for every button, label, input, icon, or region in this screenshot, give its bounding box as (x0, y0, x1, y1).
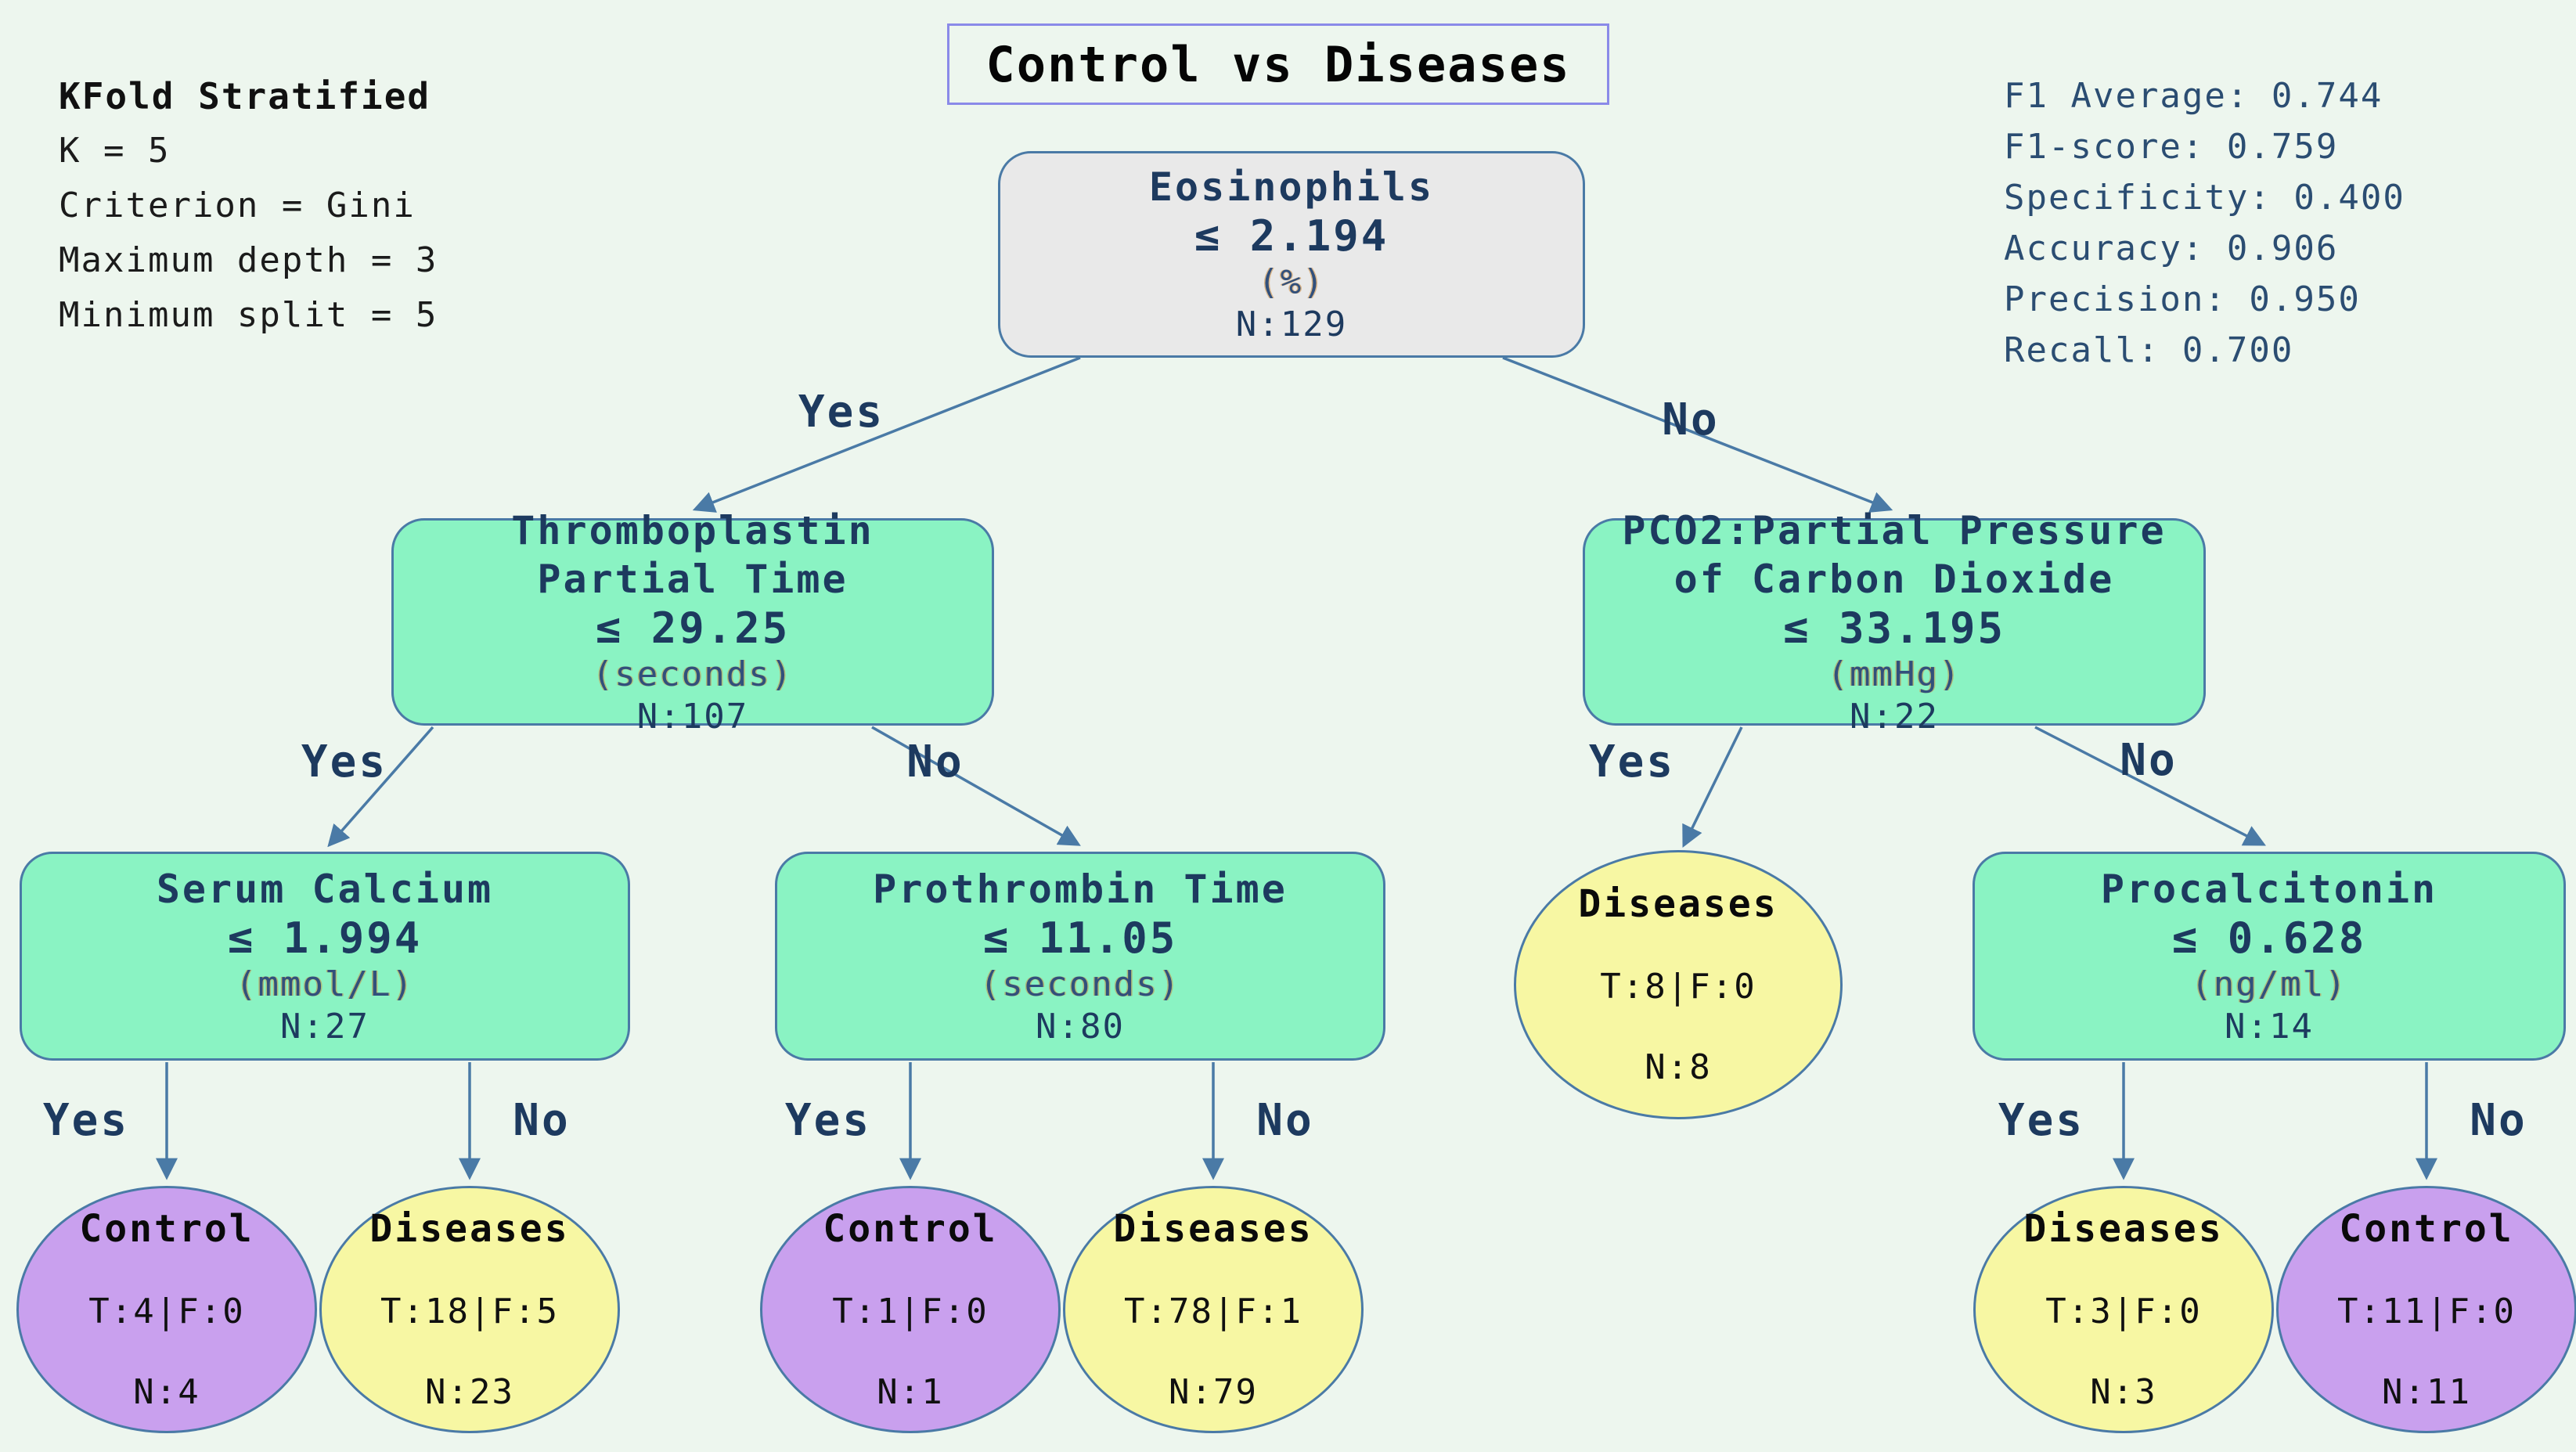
node-unit-label: (mmHg) (1827, 654, 1962, 694)
leaf-sample-count: N:8 (1645, 1047, 1712, 1087)
leaf-sample-count: N:1 (877, 1372, 944, 1412)
leaf-true-false-counts: T:1|F:0 (832, 1292, 989, 1331)
node-unit-label: (ng/ml) (2191, 964, 2347, 1004)
leaf-true-false-counts: T:4|F:0 (88, 1292, 245, 1331)
node-sample-count: N:14 (2225, 1006, 2314, 1047)
node-feature-label: Eosinophils (1148, 164, 1435, 210)
node-feature-label: of Carbon Dioxide (1673, 556, 2115, 602)
node-unit-label: (%) (1258, 262, 1325, 302)
edge-label-yes-4: Yes (1589, 737, 1675, 787)
node-feature-label: Partial Time (537, 556, 848, 602)
metrics-block: F1 Average: 0.744 F1-score: 0.759 Specif… (2004, 70, 2405, 376)
leaf-true-false-counts: T:3|F:0 (2045, 1292, 2202, 1331)
node-threshold-value: ≤ 1.994 (227, 913, 423, 963)
metric-precision: Precision: 0.950 (2004, 279, 2361, 319)
node-threshold-value: ≤ 11.05 (982, 913, 1178, 963)
kfold-config-title: KFold Stratified (59, 75, 431, 117)
leaf-class-label: Diseases (1113, 1207, 1313, 1251)
leaf-sample-count: N:3 (2090, 1372, 2157, 1412)
tree-node-prothrombin-time: Prothrombin Time≤ 11.05(seconds)N:80 (775, 852, 1385, 1061)
node-threshold-value: ≤ 33.195 (1782, 603, 2006, 653)
node-threshold-value: ≤ 0.628 (2171, 913, 2367, 963)
metric-f1-score: F1-score: 0.759 (2004, 127, 2339, 167)
node-sample-count: N:107 (636, 696, 749, 737)
main-title-box: Control vs Diseases (947, 23, 1609, 105)
leaf-class-label: Control (823, 1207, 998, 1251)
config-line-min-split: Minimum split = 5 (59, 295, 438, 335)
node-sample-count: N:27 (280, 1006, 369, 1047)
edge-pco2-to-diseases-mid (1682, 726, 1743, 849)
config-line-max-depth: Maximum depth = 3 (59, 240, 438, 280)
metric-recall: Recall: 0.700 (2004, 330, 2294, 370)
node-feature-label: PCO2:Partial Pressure (1622, 507, 2167, 553)
kfold-config-block: KFold Stratified K = 5 Criterion = Gini … (59, 69, 438, 343)
leaf-class-label: Diseases (369, 1207, 570, 1251)
page-title: Control vs Diseases (985, 35, 1571, 93)
edge-label-no-9: No (1256, 1095, 1313, 1146)
node-unit-label: (mmol/L) (236, 964, 414, 1004)
tree-node-eosinophils: Eosinophils≤ 2.194(%)N:129 (998, 151, 1585, 358)
leaf-sample-count: N:4 (133, 1372, 200, 1412)
node-threshold-value: ≤ 29.25 (595, 603, 791, 653)
edge-label-no-11: No (2470, 1095, 2527, 1146)
node-feature-label: Thromboplastin (511, 507, 874, 553)
metric-specificity: Specificity: 0.400 (2004, 178, 2405, 218)
edge-label-yes-6: Yes (43, 1095, 129, 1146)
edge-label-yes-2: Yes (301, 737, 387, 787)
leaf-class-label: Control (2339, 1207, 2514, 1251)
leaf-true-false-counts: T:18|F:5 (380, 1292, 559, 1331)
leaf-class-label: Control (79, 1207, 254, 1251)
leaf-true-false-counts: T:11|F:0 (2337, 1292, 2516, 1331)
node-unit-label: (seconds) (979, 964, 1181, 1004)
leaf-sample-count: N:23 (425, 1372, 514, 1412)
edge-thromboplastin-partial-time-to-serum-calcium (327, 726, 434, 848)
leaf-sample-count: N:79 (1169, 1372, 1258, 1412)
metric-f1-average: F1 Average: 0.744 (2004, 76, 2383, 116)
tree-node-procalcitonin: Procalcitonin≤ 0.628(ng/ml)N:14 (1973, 852, 2566, 1061)
config-line-criterion: Criterion = Gini (59, 186, 416, 225)
edge-eosinophils-to-thromboplastin-partial-time (692, 356, 1081, 513)
edge-label-no-3: No (906, 737, 964, 787)
leaf-class-label: Diseases (2023, 1207, 2224, 1251)
config-line-k: K = 5 (59, 131, 171, 171)
node-unit-label: (seconds) (592, 654, 794, 694)
node-feature-label: Serum Calcium (156, 866, 494, 912)
tree-node-serum-calcium: Serum Calcium≤ 1.994(mmol/L)N:27 (20, 852, 630, 1061)
edge-label-yes-0: Yes (798, 387, 884, 438)
leaf-true-false-counts: T:8|F:0 (1600, 967, 1756, 1007)
node-threshold-value: ≤ 2.194 (1194, 211, 1389, 261)
edge-label-yes-8: Yes (785, 1095, 871, 1146)
leaf-sample-count: N:11 (2382, 1372, 2471, 1412)
edge-label-no-7: No (513, 1095, 570, 1146)
node-feature-label: Prothrombin Time (873, 866, 1288, 912)
edge-label-no-1: No (1662, 395, 1719, 445)
node-feature-label: Procalcitonin (2100, 866, 2438, 912)
edge-pco2-to-procalcitonin (2034, 726, 2266, 846)
node-sample-count: N:129 (1235, 304, 1348, 344)
edge-label-no-5: No (2120, 735, 2177, 786)
node-sample-count: N:22 (1850, 696, 1939, 737)
edge-thromboplastin-partial-time-to-prothrombin-time (871, 726, 1081, 846)
node-sample-count: N:80 (1036, 1006, 1125, 1047)
leaf-true-false-counts: T:78|F:1 (1124, 1292, 1302, 1331)
edge-label-yes-10: Yes (1998, 1095, 2084, 1146)
leaf-class-label: Diseases (1578, 882, 1778, 926)
metric-accuracy: Accuracy: 0.906 (2004, 229, 2339, 268)
edge-eosinophils-to-pco2 (1502, 356, 1893, 513)
